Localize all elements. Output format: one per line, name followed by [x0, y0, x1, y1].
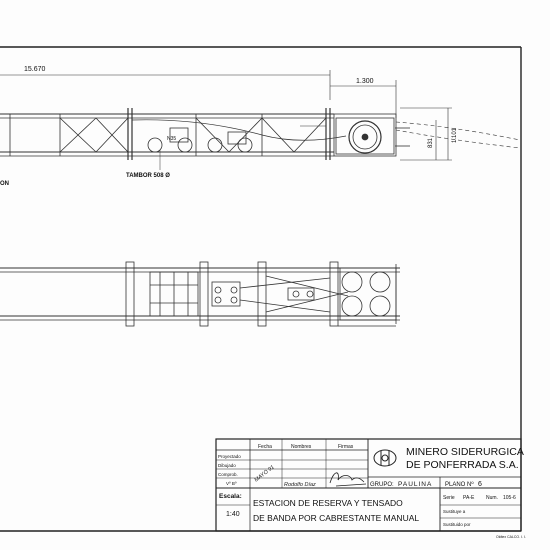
- escala-value: 1:40: [226, 511, 240, 518]
- printer-mark: Oldtex CALCO. I. I.: [496, 535, 526, 539]
- col-fecha: Fecha: [258, 444, 272, 450]
- company-line2: DE PONFERRADA S.A.: [406, 459, 519, 471]
- tambor-label: TAMBOR 508 Ø: [126, 173, 170, 179]
- company-logo: [373, 449, 397, 467]
- date-handwritten: MAYO 91: [254, 464, 276, 483]
- company-line1: MINERO SIDERURGICA: [406, 446, 524, 458]
- col-firmas: Firmas: [338, 444, 354, 450]
- grupo-value: PAULINA: [398, 481, 432, 488]
- signature-scribble: [329, 472, 367, 487]
- side-view-left-label: ON: [0, 181, 9, 187]
- dim-head-label: 1.300: [356, 78, 374, 85]
- dim-height-inner-label: 831: [428, 137, 434, 148]
- col-nombres: Nombres: [291, 444, 312, 450]
- serie-label: Serie: [443, 495, 455, 501]
- row-comprob: Comprob.: [218, 472, 238, 477]
- drawing-title-line2: DE BANDA POR CABRESTANTE MANUAL: [253, 513, 419, 523]
- name-handwritten: Rodolfo Díaz: [284, 482, 316, 488]
- plan-view: [0, 261, 400, 327]
- dim-height-outer-label: 1.101: [452, 127, 458, 143]
- num-value: 105-6: [503, 495, 516, 501]
- serie-value: PA-E: [463, 495, 475, 501]
- drawing-title-line1: ESTACION DE RESERVA Y TENSADO: [253, 498, 403, 508]
- grupo-label: GRUPO:: [370, 482, 394, 488]
- side-view: [0, 70, 521, 170]
- title-block: [215, 438, 522, 532]
- plano-value: 6: [478, 481, 482, 488]
- num-label: Num.: [486, 495, 498, 501]
- row-proyectado: Proyectado: [218, 454, 241, 459]
- sustituye-label: Sustituye a: [443, 509, 466, 514]
- dim-overall-label: 15.670: [24, 66, 46, 73]
- row-vb: Vº Bº: [226, 481, 237, 486]
- plano-label: PLANO Nº: [445, 481, 474, 488]
- component-label: N35: [167, 136, 176, 142]
- row-dibujado: Dibujado: [218, 463, 236, 468]
- sustituido-label: Sustituido por: [443, 522, 471, 527]
- escala-label: Escala:: [219, 493, 242, 500]
